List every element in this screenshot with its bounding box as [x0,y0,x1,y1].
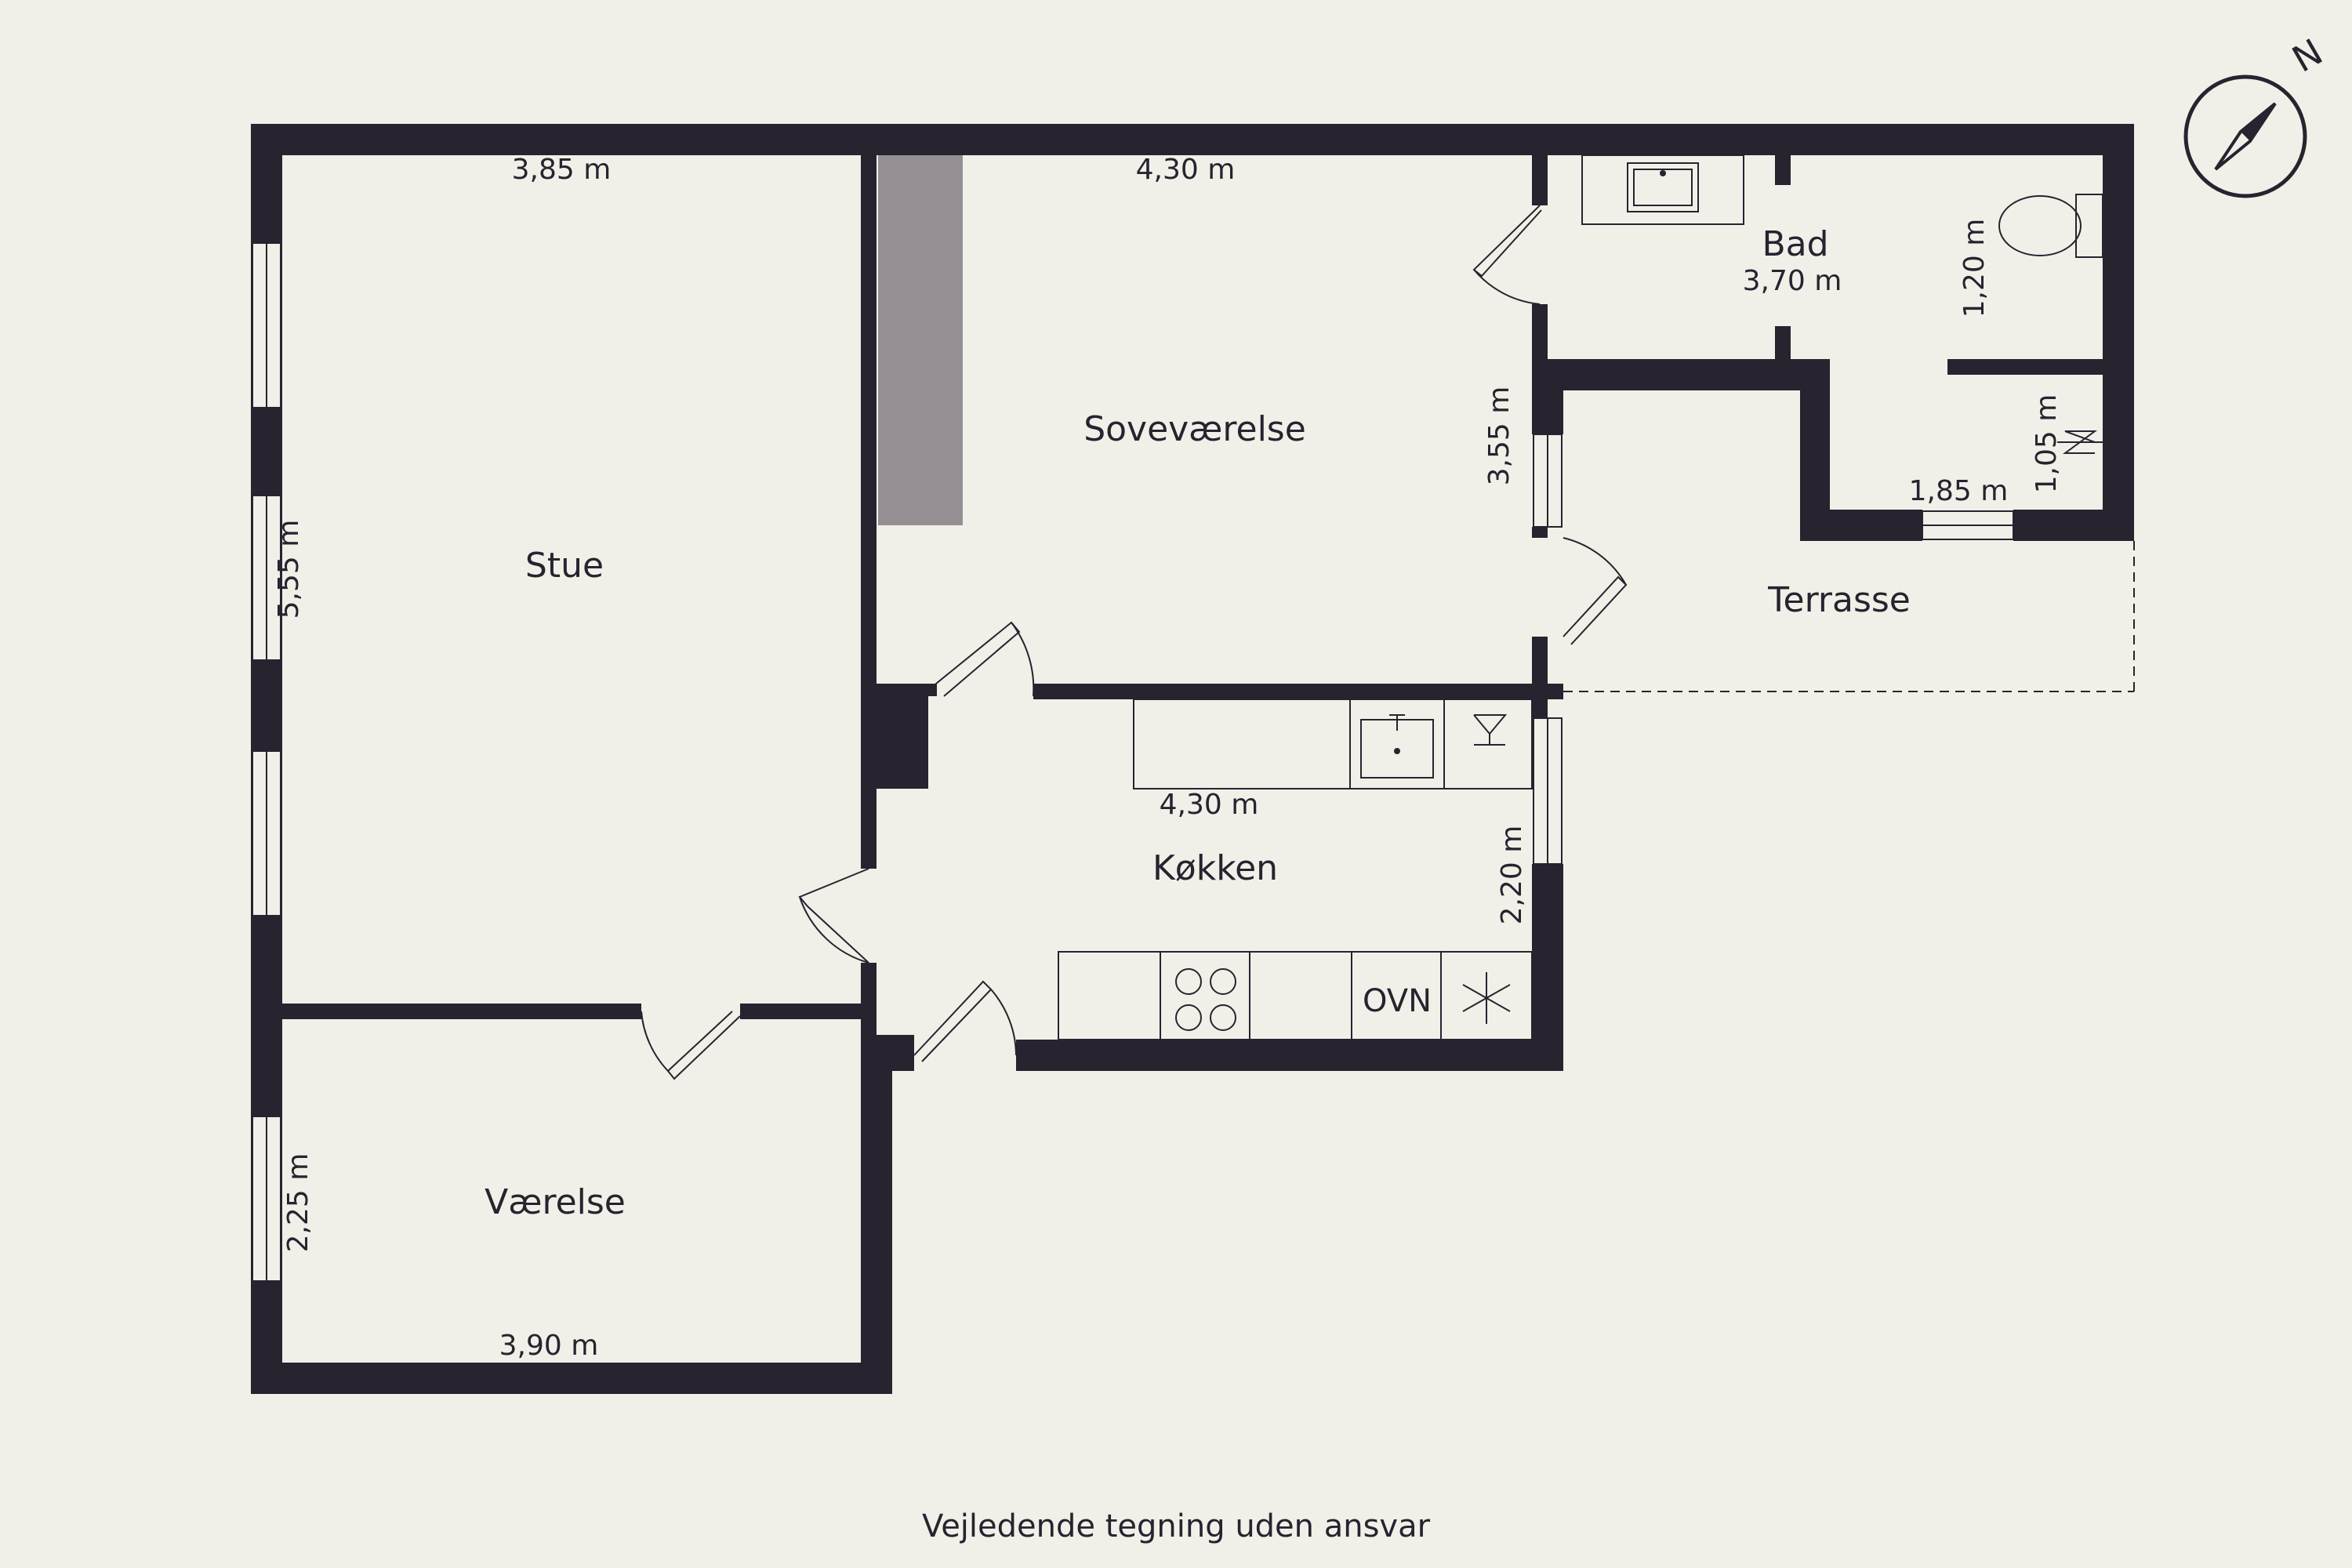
dim-stue-height: 5,55 m [273,520,305,619]
lower-counter [1058,951,1533,1040]
compass-icon [2183,74,2307,198]
compass: N [2183,31,2330,198]
oven-label: OVN [1363,983,1432,1019]
dim-stue-width: 3,85 m [512,154,612,186]
dim-bad-width: 3,70 m [1743,265,1842,297]
dim-sove-height: 3,55 m [1483,387,1515,486]
door-kitchen-bottom [913,980,1017,1062]
kitchen-fixtures [1058,699,1533,1040]
door-sove-terrace [1563,537,1628,645]
terrace-outline [1563,541,2135,692]
disclaimer-footer: Vejledende tegning uden ansvar [922,1508,1431,1544]
dim-vaerelse-width: 3,90 m [499,1330,599,1362]
dim-terrace-width: 1,85 m [1909,475,2009,507]
dishwasher-icon [1473,714,1508,746]
room-stue: Stue [525,546,604,586]
room-bad: Bad [1762,224,1828,264]
room-terrasse: Terrasse [1767,580,1911,620]
door-vaerelse [641,1011,741,1080]
dim-terrace-height: 1,05 m [2031,394,2063,494]
dim-kitchen-height: 2,20 m [1496,826,1528,925]
room-labels: Stue Soveværelse Bad Terrasse Køkken Vær… [485,224,1911,1222]
door-stue-kitchen [935,621,1035,697]
toilet-icon [1998,194,2103,258]
snowflake-icon [1462,972,1511,1024]
dim-sove-width: 4,30 m [1136,154,1236,186]
stove-icon [1175,968,1236,1031]
kitchen-sink-cabinet [1349,699,1445,789]
bath-fixtures [1581,154,2103,454]
wardrobe [878,155,963,525]
dim-vaerelse-height: 2,25 m [282,1153,314,1253]
room-sovevaerelse: Soveværelse [1083,409,1306,449]
dim-bad-height: 1,20 m [1958,219,1991,318]
room-vaerelse: Værelse [485,1182,626,1222]
windows [252,242,2014,1282]
north-label: N [2285,31,2330,81]
walls [251,124,2134,1394]
door-sove-bath [1472,205,1542,305]
sink-icon [1627,162,1699,212]
dim-kitchen-width: 4,30 m [1160,789,1259,821]
drain-icon [2057,430,2103,454]
bath-counter [1581,154,1744,225]
upper-counter [1133,699,1533,789]
room-kokken: Køkken [1152,848,1278,888]
dimension-labels: 3,85 m 5,55 m 4,30 m 3,55 m 3,70 m 1,20 … [273,154,2063,1362]
door-stue-lower [798,868,869,964]
doors [641,205,1628,1080]
